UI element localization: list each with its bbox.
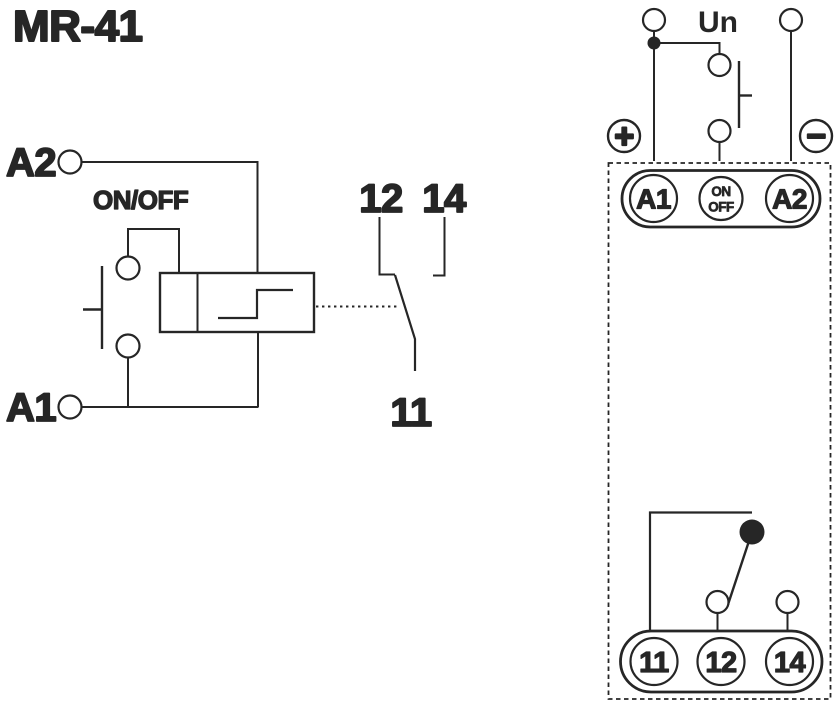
schematic-left: MR-41 A2 ON/OFF A1: [5, 1, 468, 436]
terminal-a2-label: A2: [6, 141, 56, 185]
wire-a2-to-coil: [81, 161, 259, 273]
contact-12-line: [378, 217, 395, 276]
panel-right: Un + − A1: [606, 6, 834, 700]
push-button-symbol: [83, 228, 180, 407]
terminal-14-pad: [764, 636, 815, 687]
contact-12-label: 12: [359, 177, 403, 221]
changeover-contact-symbol: 12 14 11: [358, 176, 468, 436]
terminal-onoff-label-line2: OFF: [708, 200, 734, 215]
external-push-button-symbol: [707, 52, 752, 161]
contact-lever: [393, 274, 417, 371]
terminal-a2-circle: [57, 149, 83, 175]
plus-icon: +: [614, 118, 633, 156]
terminal-a2-pad: [764, 173, 815, 224]
minus-icon: −: [806, 118, 825, 156]
ext-button-contact-top: [707, 52, 732, 78]
polarity-minus-circle: [798, 118, 834, 154]
supply-terminal-left: [641, 7, 667, 33]
terminal-a1-pad: [628, 173, 679, 224]
coil-box: [158, 271, 316, 334]
page-title: MR-41: [13, 2, 143, 51]
lever-pivot-dot: [739, 519, 765, 545]
terminal-block-bottom: 11 12 14: [619, 629, 824, 694]
contact-14-label: 14: [422, 177, 467, 221]
device-outline-dashed: [607, 162, 832, 700]
contact-14-line: [433, 217, 446, 277]
contact-12-stud: [705, 589, 730, 615]
terminal-onoff-label-line1: ON: [711, 184, 730, 199]
terminal-14-pad-label: 14: [774, 647, 806, 679]
relay-coil-symbol: [158, 271, 316, 334]
button-label: ON/OFF: [93, 185, 188, 215]
terminal-a2-pad-label: A2: [772, 184, 807, 215]
lever-arm: [726, 540, 751, 607]
relay-contact-drawing: [648, 511, 800, 631]
polarity-plus-circle: [606, 118, 642, 154]
terminal-a1-circle: [57, 394, 83, 420]
ext-button-contact-bottom: [707, 118, 732, 144]
latching-step-icon: [218, 288, 293, 320]
contact-11-label: 11: [390, 391, 432, 435]
terminal-onoff-pad: [698, 175, 744, 222]
terminal-a1-label: A1: [6, 386, 56, 430]
supply-terminal-right: [778, 7, 804, 33]
button-contact-top: [115, 255, 141, 281]
terminal-12-pad-label: 12: [705, 647, 736, 679]
terminal-a1-pad-label: A1: [636, 184, 671, 215]
terminal-11-pad: [629, 636, 679, 687]
contact-14-stud: [775, 589, 800, 615]
wire-button-to-coil: [127, 228, 180, 273]
terminal-block-top: A1 ON OFF A2: [620, 169, 822, 229]
terminal-11-pad-label: 11: [639, 647, 669, 679]
wire-junction-to-button: [654, 42, 721, 54]
supply-voltage-label: Un: [698, 6, 738, 39]
wire-11-to-lever: [648, 511, 752, 631]
terminal-12-pad: [696, 636, 746, 687]
button-contact-bottom: [115, 333, 141, 359]
